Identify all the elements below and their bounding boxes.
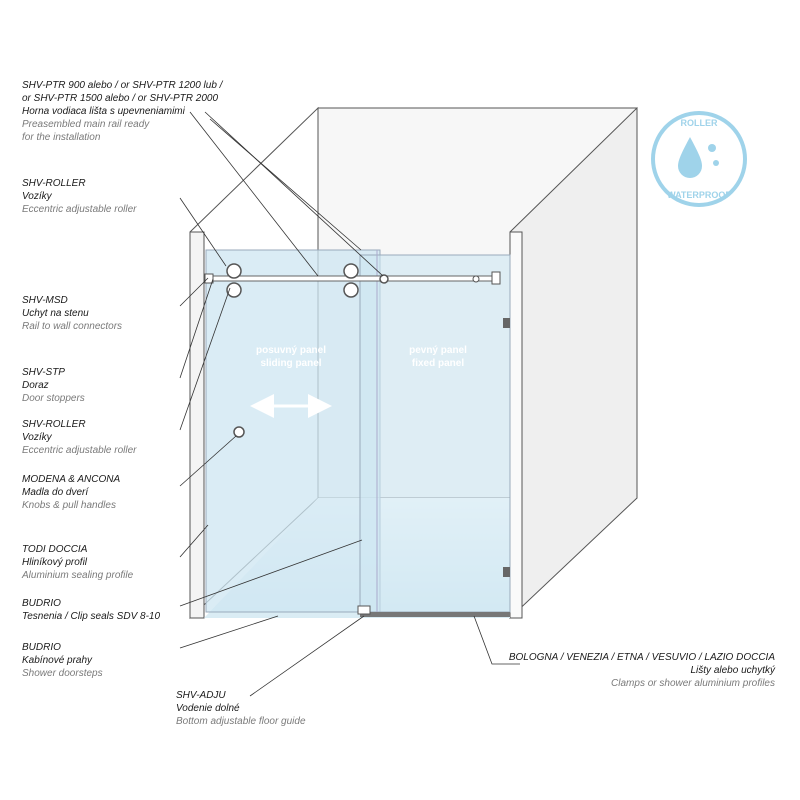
- label-bologna-code: BOLOGNA / VENEZIA / ETNA / VESUVIO / LAZ…: [508, 652, 775, 663]
- door-knob: [233, 426, 245, 438]
- label-budrio1: BUDRIO Tesnenia / Clip seals SDV 8-10: [22, 597, 160, 623]
- roller-1a: [226, 263, 242, 279]
- droplet-small-icon: [708, 144, 716, 152]
- label-modena: MODENA & ANCONA Madla do dverí Knobs & p…: [22, 473, 120, 512]
- waterproof-badge: ROLLER WATERPROOF: [651, 111, 747, 207]
- label-roller2-sk: Vozíky: [22, 432, 52, 443]
- leader-ptr-1: [189, 111, 319, 277]
- fixed-panel-sk: pevný panel: [409, 345, 467, 356]
- label-todi-code: TODI DOCCIA: [22, 544, 88, 555]
- panel-captions: posuvný panel sliding panel pevný panel …: [250, 345, 467, 418]
- rail-hardware: [204, 263, 510, 615]
- label-ptr-code-b: or SHV-PTR 1500 alebo / or SHV-PTR 2000: [22, 93, 219, 104]
- label-stp: SHV-STP Doraz Door stoppers: [22, 366, 85, 405]
- label-todi-sk: Hliníkový profil: [22, 557, 88, 568]
- label-todi-en: Aluminium sealing profile: [22, 570, 134, 581]
- floor-guide: [357, 605, 371, 615]
- leader-budrio2: [179, 615, 279, 649]
- sliding-panel-sk: posuvný panel: [256, 345, 326, 356]
- badge-top-text: ROLLER: [681, 118, 718, 128]
- leader-lines: [179, 111, 520, 697]
- label-bologna: BOLOGNA / VENEZIA / ETNA / VESUVIO / LAZ…: [509, 651, 775, 690]
- label-msd-sk: Uchyt na stenu: [22, 308, 89, 319]
- label-stp-sk: Doraz: [22, 380, 49, 391]
- leader-bologna: [473, 615, 520, 665]
- clamp-bottom: [503, 567, 510, 577]
- rail-stopper: [379, 274, 389, 284]
- leader-ptr-2: [204, 111, 384, 277]
- leader-todi: [179, 524, 209, 558]
- label-ptr: SHV-PTR 900 alebo / or SHV-PTR 1200 lub …: [22, 79, 222, 144]
- right-wall-edge: [509, 231, 523, 619]
- label-roller2-code: SHV-ROLLER: [22, 419, 86, 430]
- label-ptr-code-a: SHV-PTR 900 alebo / or SHV-PTR 1200 lub …: [22, 80, 223, 91]
- label-roller2: SHV-ROLLER Vozíky Eccentric adjustable r…: [22, 418, 137, 457]
- label-stp-code: SHV-STP: [22, 367, 65, 378]
- glass-panels: [205, 249, 511, 617]
- sliding-panel-en: sliding panel: [260, 358, 321, 369]
- label-msd-code: SHV-MSD: [22, 295, 68, 306]
- label-modena-code: MODENA & ANCONA: [22, 474, 121, 485]
- label-budrio2-sk: Kabínové prahy: [22, 655, 93, 666]
- sliding-panel-glass: [205, 249, 381, 613]
- roller-1b: [226, 282, 242, 298]
- label-budrio1-line: Tesnenia / Clip seals SDV 8-10: [22, 611, 161, 622]
- label-roller1-en: Eccentric adjustable roller: [22, 204, 137, 215]
- label-adju: SHV-ADJU Vodenie dolné Bottom adjustable…: [176, 689, 306, 728]
- label-roller2-en: Eccentric adjustable roller: [22, 445, 137, 456]
- wall-connector-left: [204, 273, 214, 284]
- label-ptr-sk: Horna vodiaca lišta s upevneniamimi: [22, 106, 185, 117]
- rail-end: [472, 275, 480, 283]
- label-bologna-en: Clamps or shower aluminium profiles: [611, 678, 775, 689]
- label-modena-en: Knobs & pull handles: [22, 500, 116, 511]
- leader-modena: [179, 435, 237, 487]
- label-bologna-sk: Lišty alebo uchytký: [690, 665, 776, 676]
- label-budrio1-code: BUDRIO: [22, 598, 61, 609]
- roller-2a: [343, 263, 359, 279]
- label-adju-en: Bottom adjustable floor guide: [176, 716, 306, 727]
- label-ptr-en-b: for the installation: [22, 132, 101, 143]
- leader-budrio1: [179, 539, 363, 607]
- label-budrio2: BUDRIO Kabínové prahy Shower doorsteps: [22, 641, 103, 680]
- label-budrio2-en: Shower doorsteps: [22, 668, 103, 679]
- leader-adju: [249, 615, 365, 697]
- label-msd: SHV-MSD Uchyt na stenu Rail to wall conn…: [22, 294, 122, 333]
- label-budrio2-code: BUDRIO: [22, 642, 61, 653]
- label-ptr-en-a: Preasembled main rail ready: [22, 119, 150, 130]
- leader-roller1: [179, 197, 227, 267]
- left-wall-edge: [189, 231, 205, 619]
- water-drop-icon: [678, 137, 702, 178]
- wall-connector-right: [491, 271, 501, 285]
- fixed-panel-glass: [359, 254, 511, 613]
- leader-roller2: [179, 287, 231, 431]
- droplet-tiny-icon: [713, 160, 719, 166]
- label-adju-sk: Vodenie dolné: [176, 703, 240, 714]
- label-roller1: SHV-ROLLER Vozíky Eccentric adjustable r…: [22, 177, 137, 216]
- fixed-panel-en: fixed panel: [412, 358, 464, 369]
- label-adju-code: SHV-ADJU: [176, 690, 226, 701]
- label-roller1-sk: Vozíky: [22, 191, 52, 202]
- roller-2b: [343, 282, 359, 298]
- label-modena-sk: Madla do dverí: [22, 487, 89, 498]
- badge-bottom-text: WATERPROOF: [667, 190, 731, 200]
- badge-ring: [651, 111, 747, 207]
- label-stp-en: Door stoppers: [22, 393, 85, 404]
- bottom-profile: [360, 612, 510, 617]
- label-roller1-code: SHV-ROLLER: [22, 178, 86, 189]
- clamp-top: [503, 318, 510, 328]
- label-todi: TODI DOCCIA Hliníkový profil Aluminium s…: [22, 543, 133, 582]
- leader-stp: [179, 278, 214, 379]
- label-msd-en: Rail to wall connectors: [22, 321, 123, 332]
- leader-msd: [179, 277, 209, 307]
- leader-ptr-3: [209, 118, 362, 251]
